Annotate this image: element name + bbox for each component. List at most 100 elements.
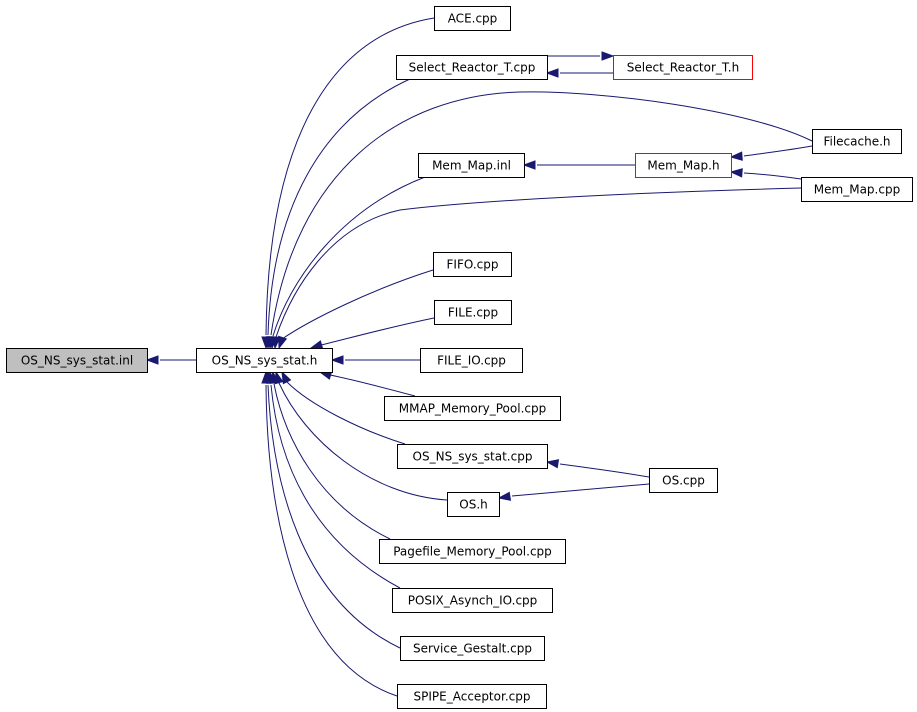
arrowhead-icon [278,335,288,350]
node-box [434,300,512,325]
arrowhead-icon [522,160,536,170]
edge-os_h-to-os_ns_sys_stat_h [274,370,448,501]
edge-fifo_cpp-to-os_ns_sys_stat_h [278,269,434,350]
node-box [379,539,566,564]
node-mem-map-cpp[interactable]: Mem_Map.cpp [801,177,913,202]
node-label: OS.cpp [662,474,705,488]
edge-os_cpp-to-os_ns_sys_stat_cpp [545,459,650,478]
arrowhead-icon [309,340,324,350]
node-box [812,129,902,154]
edge-select_reactor_t_h-to-select_reactor_t_cpp [545,68,613,78]
arrowhead-icon [729,168,743,178]
node-label: OS_NS_sys_stat.h [212,354,318,368]
edge-line [267,78,411,336]
node-box [384,396,561,421]
node-label: Select_Reactor_T.h [627,61,739,75]
node-service-gestalt-cpp[interactable]: Service_Gestalt.cpp [400,636,545,661]
node-label: Mem_Map.h [647,159,719,173]
node-box [400,636,545,661]
edge-line [559,463,650,478]
arrowhead-icon [601,51,615,61]
node-os-ns-sys-stat-inl: OS_NS_sys_stat.inl [6,348,148,373]
node-mem-map-inl[interactable]: Mem_Map.inl [418,153,525,178]
node-box [392,588,553,613]
edge-select_reactor_t_cpp-to-select_reactor_t_h [547,51,615,61]
node-os-ns-sys-stat-cpp[interactable]: OS_NS_sys_stat.cpp [397,444,548,469]
edge-os_ns_sys_stat_h-to-os_ns_sys_stat_inl [145,355,196,365]
node-label: FILE.cpp [448,306,498,320]
arrowhead-icon [261,370,271,384]
edge-os_ns_sys_stat_cpp-to-os_ns_sys_stat_h [281,370,406,445]
node-spipe-acceptor-cpp[interactable]: SPIPE_Acceptor.cpp [397,684,547,709]
edge-line [743,172,802,180]
node-box [635,153,732,178]
node-label: Service_Gestalt.cpp [413,642,532,656]
node-box [434,6,511,31]
node-ace-cpp[interactable]: ACE.cpp [434,6,511,31]
node-mmap-memory-pool-cpp[interactable]: MMAP_Memory_Pool.cpp [384,396,561,421]
node-mem-map-h[interactable]: Mem_Map.h [635,153,732,178]
arrowhead-icon [497,491,512,501]
node-label: Mem_Map.inl [432,159,511,173]
graph-edges [145,17,813,697]
node-file-cpp[interactable]: FILE.cpp [434,300,512,325]
edge-file_io_cpp-to-os_ns_sys_stat_h [330,355,420,365]
edge-spipe_acceptor_cpp-to-os_ns_sys_stat_h [261,370,398,697]
edge-line [286,381,406,445]
node-os-ns-sys-stat-h[interactable]: OS_NS_sys_stat.h [196,348,333,373]
edge-line [272,176,426,337]
node-label: Mem_Map.cpp [814,183,900,197]
edge-line [278,382,448,501]
node-pagefile-memory-pool-cpp[interactable]: Pagefile_Memory_Pool.cpp [379,539,566,564]
node-box [433,252,512,277]
node-fifo-cpp[interactable]: FIFO.cpp [433,252,512,277]
arrowhead-icon [145,355,159,365]
edge-mem_map_inl-to-os_ns_sys_stat_h [268,176,426,350]
node-filecache-h[interactable]: Filecache.h [812,129,902,154]
edge-line [743,145,813,157]
node-label: Filecache.h [823,135,890,149]
node-box [396,55,548,80]
node-label: FIFO.cpp [447,258,499,272]
node-label: ACE.cpp [448,12,498,26]
node-box [447,492,500,517]
node-label: SPIPE_Acceptor.cpp [414,690,531,704]
node-os-cpp[interactable]: OS.cpp [649,468,718,493]
edge-filecache_h-to-mem_map_h [729,145,813,161]
arrowhead-icon [545,68,559,78]
node-label: Select_Reactor_T.cpp [409,61,536,75]
arrowhead-icon [330,355,344,365]
node-box [196,348,333,373]
node-box [649,468,718,493]
edge-pagefile_memory_pool_cpp-to-os_ns_sys_stat_h [269,370,391,540]
edge-filecache_h-to-os_ns_sys_stat_h [266,91,813,350]
node-box [397,684,547,709]
node-box [420,348,523,373]
edge-line [281,269,434,340]
edge-line [275,187,802,338]
node-label: MMAP_Memory_Pool.cpp [399,402,546,416]
edge-os_cpp-to-os_h [497,483,650,501]
edge-line [270,91,813,336]
edge-line [511,483,650,497]
node-posix-asynch-io-cpp[interactable]: POSIX_Asynch_IO.cpp [392,588,553,613]
edge-mem_map_cpp-to-mem_map_h [729,168,802,180]
node-os-h[interactable]: OS.h [447,492,500,517]
arrowhead-icon [729,151,743,161]
node-box [613,55,753,80]
graph-nodes: OS_NS_sys_stat.inl OS_NS_sys_stat.h ACE.cp… [6,6,913,709]
node-label: FILE_IO.cpp [437,354,506,368]
node-label: OS_NS_sys_stat.cpp [413,450,533,464]
edge-line [329,374,416,397]
node-select-reactor-t-h[interactable]: Select_Reactor_T.h [613,55,753,80]
node-box [418,153,525,178]
edge-line [320,317,435,346]
node-select-reactor-t-cpp[interactable]: Select_Reactor_T.cpp [396,55,548,80]
edge-file_cpp-to-os_ns_sys_stat_h [309,317,435,350]
edge-mem_map_h-to-mem_map_inl [522,160,635,170]
node-label: OS_NS_sys_stat.inl [21,354,133,368]
node-file-io-cpp[interactable]: FILE_IO.cpp [420,348,523,373]
node-box [801,177,913,202]
arrowhead-icon [271,336,281,350]
